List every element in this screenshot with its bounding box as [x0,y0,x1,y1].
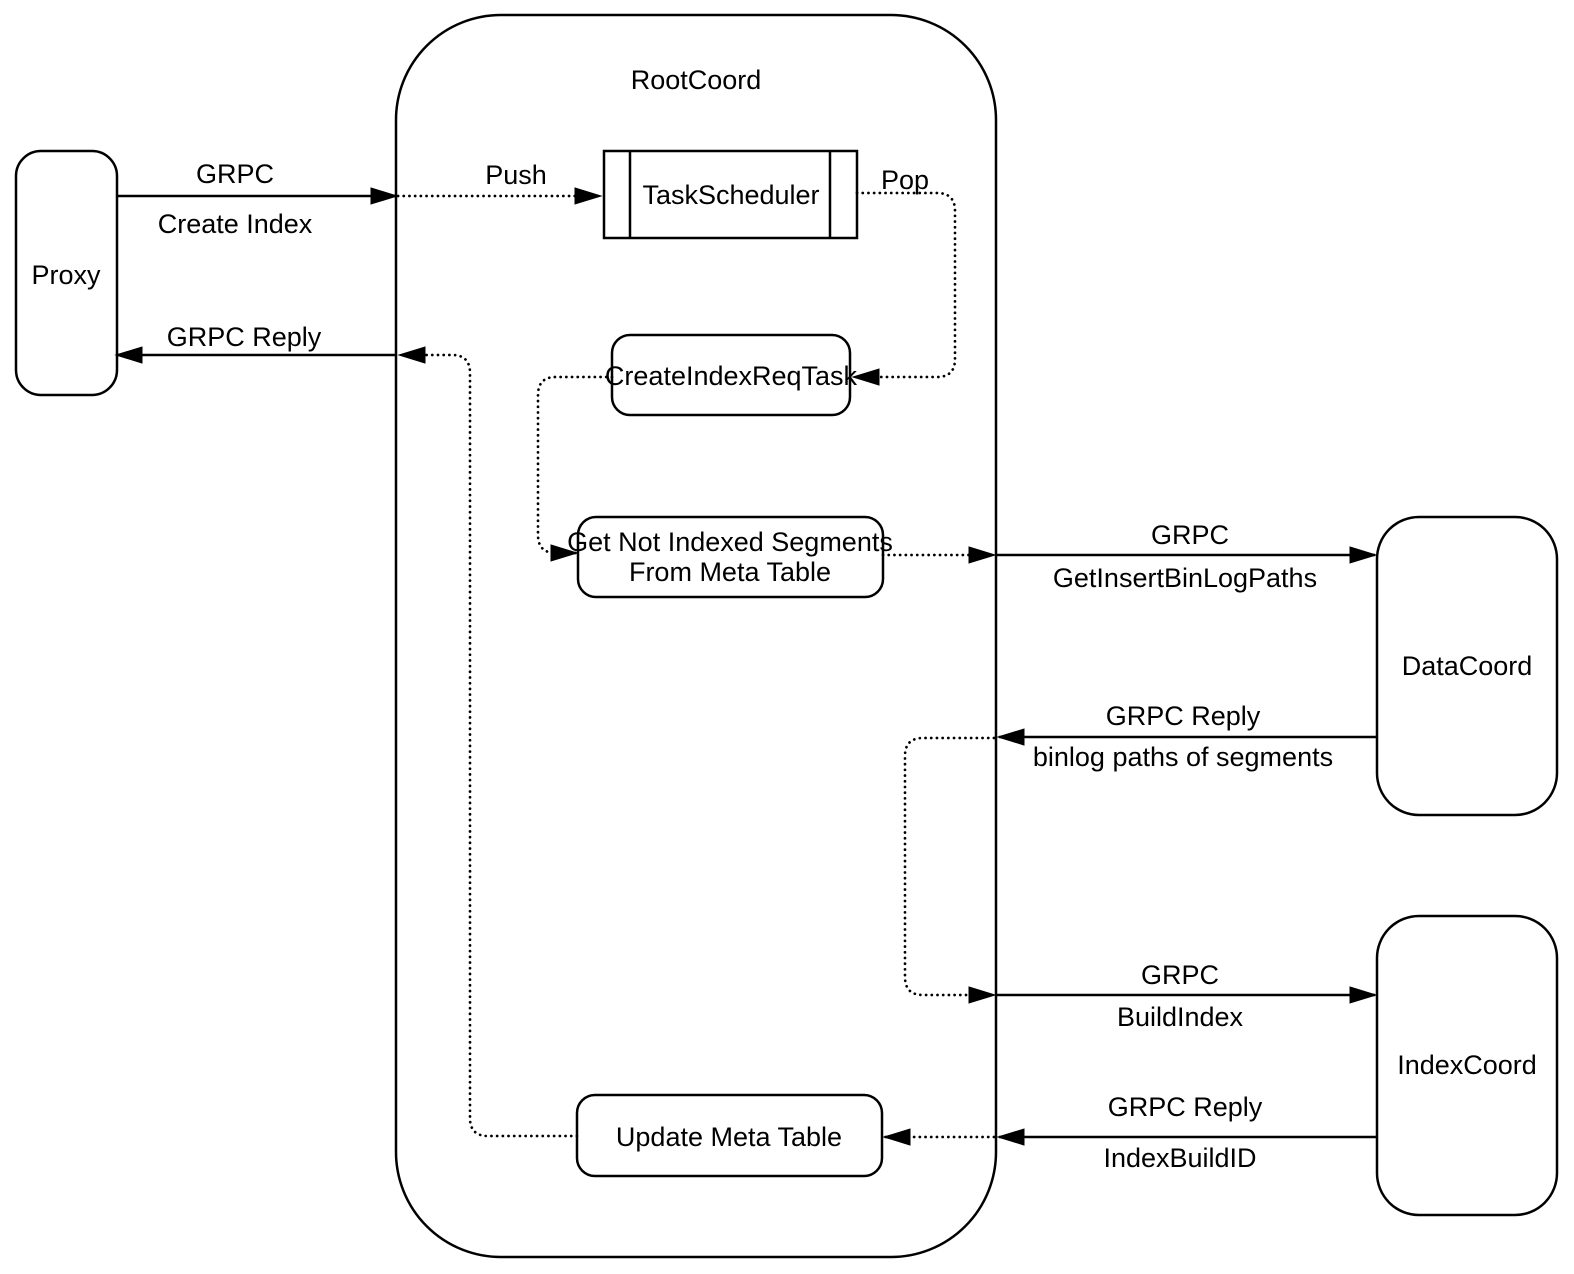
build-index-protocol-label: GRPC [1141,960,1219,990]
proxy-label: Proxy [31,260,101,290]
update-meta-table-label: Update Meta Table [616,1122,842,1152]
root-coord-label: RootCoord [631,65,762,95]
data-coord-label: DataCoord [1402,651,1533,681]
data-coord-node [1375,515,1559,817]
proxy-node [14,149,119,397]
pop-arrow [851,191,957,386]
root-coord-container [394,13,998,1259]
create-index-protocol-label: GRPC [196,159,274,189]
get-not-indexed-segments-label-line2: From Meta Table [629,557,831,587]
create-index-req-task-node [610,333,852,417]
binlog-paths-reply-payload-label: binlog paths of segments [1033,742,1333,772]
get-insert-binlog-paths-method-label: GetInsertBinLogPaths [1053,563,1317,593]
create-index-method-label: Create Index [158,209,313,239]
grpc-reply-to-proxy-label: GRPC Reply [167,322,322,352]
reply-to-build-index-connector [903,736,997,1004]
task-scheduler-label: TaskScheduler [642,180,819,210]
index-build-id-reply-payload-label: IndexBuildID [1103,1143,1256,1173]
build-index-method-label: BuildIndex [1117,1002,1244,1032]
push-label: Push [485,160,547,190]
create-index-req-task-label: CreateIndexReqTask [605,361,858,391]
binlog-paths-reply-protocol-label: GRPC Reply [1106,701,1261,731]
req-task-to-segments-arrow [536,375,614,562]
index-build-id-reply-protocol-label: GRPC Reply [1108,1092,1263,1122]
pop-label: Pop [881,165,929,195]
task-scheduler-node: TaskScheduler [602,149,859,240]
update-meta-to-reply-connector [397,346,579,1138]
get-insert-binlog-paths-protocol-label: GRPC [1151,520,1229,550]
get-not-indexed-segments-label-line1: Get Not Indexed Segments [567,527,893,557]
task-scheduler-box [602,149,859,240]
index-coord-node [1375,914,1559,1217]
index-coord-label: IndexCoord [1397,1050,1537,1080]
